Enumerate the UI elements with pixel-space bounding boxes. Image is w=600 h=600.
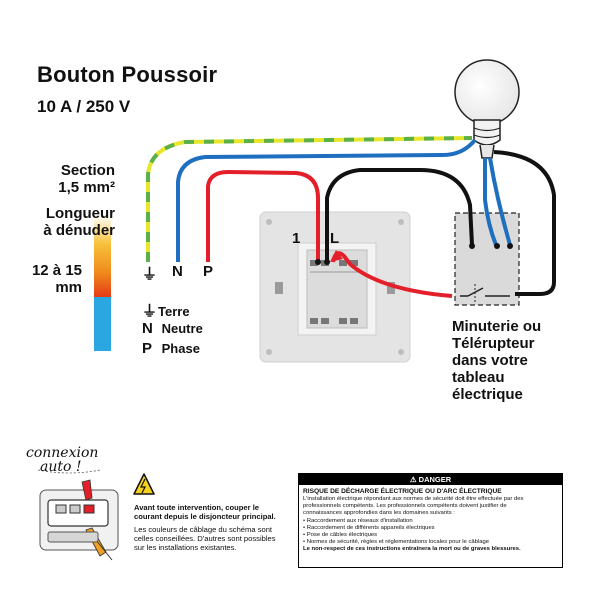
diagram-title: Bouton Poussoir [37,62,218,87]
strip-length-line-1: 12 à 15 [31,262,82,279]
danger-line-8: Le non-respect de ces instructions entra… [303,546,521,553]
earth-icon: ⏚ [142,303,158,320]
danger-body: L'installation électrique répondant aux … [299,496,562,554]
phase-symbol: P [142,340,153,357]
danger-notice-box: ⚠ DANGER RISQUE DE DÉCHARGE ÉLECTRIQUE O… [298,473,563,568]
strip-length-label: Longueur à dénuder [20,205,115,239]
danger-header: ⚠ DANGER [299,474,562,485]
safety-warning-text: Avant toute intervention, couper le cour… [134,503,284,556]
warning-triangle-icon [133,473,155,495]
switch-black-wire [325,168,474,260]
danger-line-6: • Pose de câbles électriques [303,532,378,539]
light-bulb [454,59,520,159]
electrical-rating: 10 A / 250 V [37,97,131,116]
strip-length-gauge [94,215,111,351]
section-line-1: Section [60,162,115,179]
switch-terminal-l-label: L [330,230,340,247]
phase-terminal-label: P [203,263,214,280]
device-label-line-1: Minuterie ou [452,318,542,335]
legend-earth: ⏚Terre [142,300,190,321]
danger-line-1: L'installation électrique répondant aux … [303,496,524,502]
device-label-line-3: dans votre [452,352,528,369]
strip-length-line-2: mm [55,279,82,296]
auto-connect-label: connexion auto ! [26,446,98,474]
auto-connect-illustration [39,479,119,561]
lamp-blue-wire [483,158,498,246]
strip-line-2: à dénuder [43,222,115,239]
device-label-line-2: Télérupteur [452,335,535,352]
legend-earth-label: Terre [158,304,190,319]
danger-line-2: professionnels compétents. Les professio… [303,503,507,510]
neutral-wire [176,138,477,262]
auto-connect-line-1: connexion [26,445,99,461]
device-label: Minuterie ou Télérupteur dans votre tabl… [452,318,541,403]
section-line-2: 1,5 mm² [58,179,115,196]
strip-length-value: 12 à 15 mm [20,262,82,296]
danger-line-3: connaissances approfondies dans les doma… [303,510,455,517]
device-label-line-4: tableau [452,369,505,386]
device-label-line-5: électrique [452,386,523,403]
danger-line-7: • Normes de sécurité, règles et réglemen… [303,539,490,546]
danger-line-4: • Raccordement aux réseaux d'installatio… [303,517,413,524]
danger-line-5: • Raccordement de différents appareils é… [303,524,435,531]
auto-connect-line-2: auto ! [40,459,82,475]
timer-relay-box [454,212,520,306]
lamp-black-wire [493,150,556,296]
phase-wire [206,169,320,262]
earth-terminal-icon: ⏚ [142,266,158,283]
neutral-symbol: N [142,320,153,337]
switch-terminal-1-label: 1 [292,230,301,247]
legend-phase: P Phase [142,340,200,357]
warning-text-2: Les couleurs de câblage du schéma sont c… [134,525,276,552]
neutral-terminal-label: N [172,263,183,280]
danger-title: RISQUE DE DÉCHARGE ÉLECTRIQUE OU D'ARC É… [303,488,502,495]
legend-neutral-label: Neutre [161,321,203,336]
legend-phase-label: Phase [161,341,200,356]
wire-section-label: Section 1,5 mm² [20,162,115,196]
legend-neutral: N Neutre [142,320,203,337]
strip-line-1: Longueur [45,205,115,222]
warning-text-1: Avant toute intervention, couper le cour… [134,503,276,521]
